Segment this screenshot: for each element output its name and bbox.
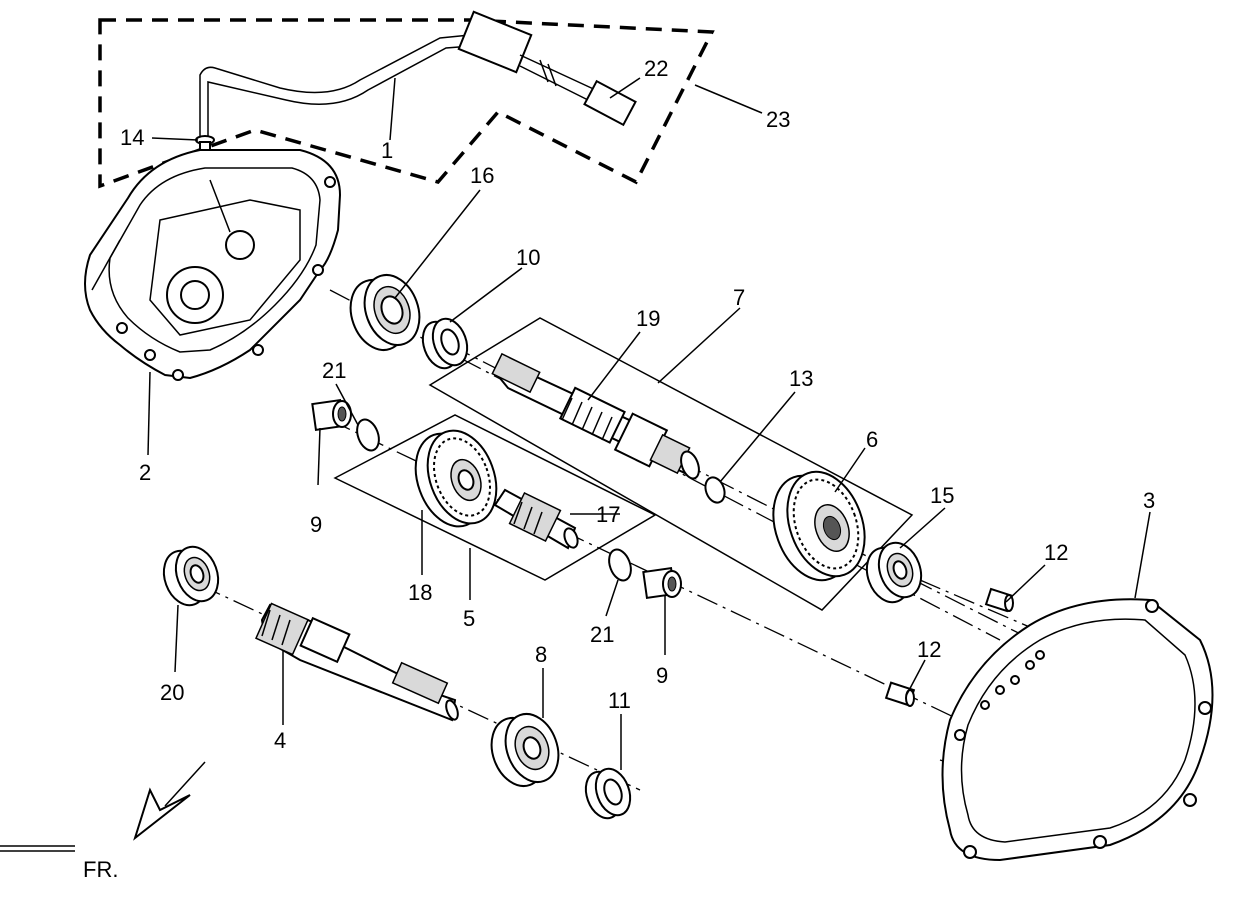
leader-lines <box>147 77 1151 770</box>
front-direction-arrow-icon <box>133 761 206 841</box>
callout-7: 7 <box>733 285 745 310</box>
callout-14: 14 <box>120 125 144 150</box>
front-direction-label: FR. <box>83 857 118 882</box>
circlip-13 <box>704 476 726 504</box>
washer-21-upper <box>356 418 380 452</box>
page-edge-rule <box>0 845 75 852</box>
countershaft-17 <box>493 488 579 550</box>
callout-15: 15 <box>930 483 954 508</box>
callout-6: 6 <box>866 427 878 452</box>
needle-bearing-9-upper <box>311 399 352 431</box>
crankcase-cover <box>84 149 342 381</box>
bearing-20 <box>162 545 220 607</box>
bearing-16 <box>349 274 421 351</box>
callout-16: 16 <box>470 163 494 188</box>
gasket-3 <box>941 598 1214 862</box>
callout-17: 17 <box>596 502 620 527</box>
output-shaft-4 <box>255 602 459 722</box>
bearing-15 <box>865 541 923 604</box>
callout-21-upper: 21 <box>322 358 346 383</box>
callout-20: 20 <box>160 680 184 705</box>
callout-2: 2 <box>139 460 151 485</box>
gear-6 <box>772 470 866 582</box>
callout-8: 8 <box>535 642 547 667</box>
callout-9-lower: 9 <box>656 663 668 688</box>
callout-11: 11 <box>608 688 631 713</box>
callout-3: 3 <box>1143 488 1155 513</box>
callout-1: 1 <box>381 138 393 163</box>
oil-seal-10 <box>421 317 469 370</box>
callout-23: 23 <box>766 107 790 132</box>
harness-connector <box>457 10 533 74</box>
oil-seal-11 <box>584 767 632 820</box>
sensor-harness <box>199 10 637 138</box>
callout-18: 18 <box>408 580 432 605</box>
callout-19: 19 <box>636 306 660 331</box>
callout-4: 4 <box>274 728 286 753</box>
callout-5: 5 <box>463 606 475 631</box>
callout-21-lower: 21 <box>590 622 614 647</box>
callout-12-lower: 12 <box>917 637 941 662</box>
gear-18 <box>414 429 498 528</box>
kit-dashed-outline <box>98 18 715 189</box>
callout-12-upper: 12 <box>1044 540 1068 565</box>
callout-labels: 1 2 3 4 5 6 7 8 9 9 10 11 12 12 13 14 15… <box>83 56 1155 882</box>
needle-bearing-9-lower <box>642 567 682 599</box>
bearing-8 <box>490 713 560 787</box>
callout-22: 22 <box>644 56 668 81</box>
harness-plug <box>583 79 637 127</box>
dowel-pin-12-upper <box>984 587 1014 613</box>
callout-9-upper: 9 <box>310 512 322 537</box>
main-shaft-19 <box>491 352 700 480</box>
callout-10: 10 <box>516 245 540 270</box>
callout-13: 13 <box>789 366 813 391</box>
washer-21-lower <box>608 548 632 582</box>
dowel-pin-12-lower <box>884 681 916 707</box>
assembly-box-7 <box>428 317 914 611</box>
assembly-box-5 <box>333 414 657 581</box>
